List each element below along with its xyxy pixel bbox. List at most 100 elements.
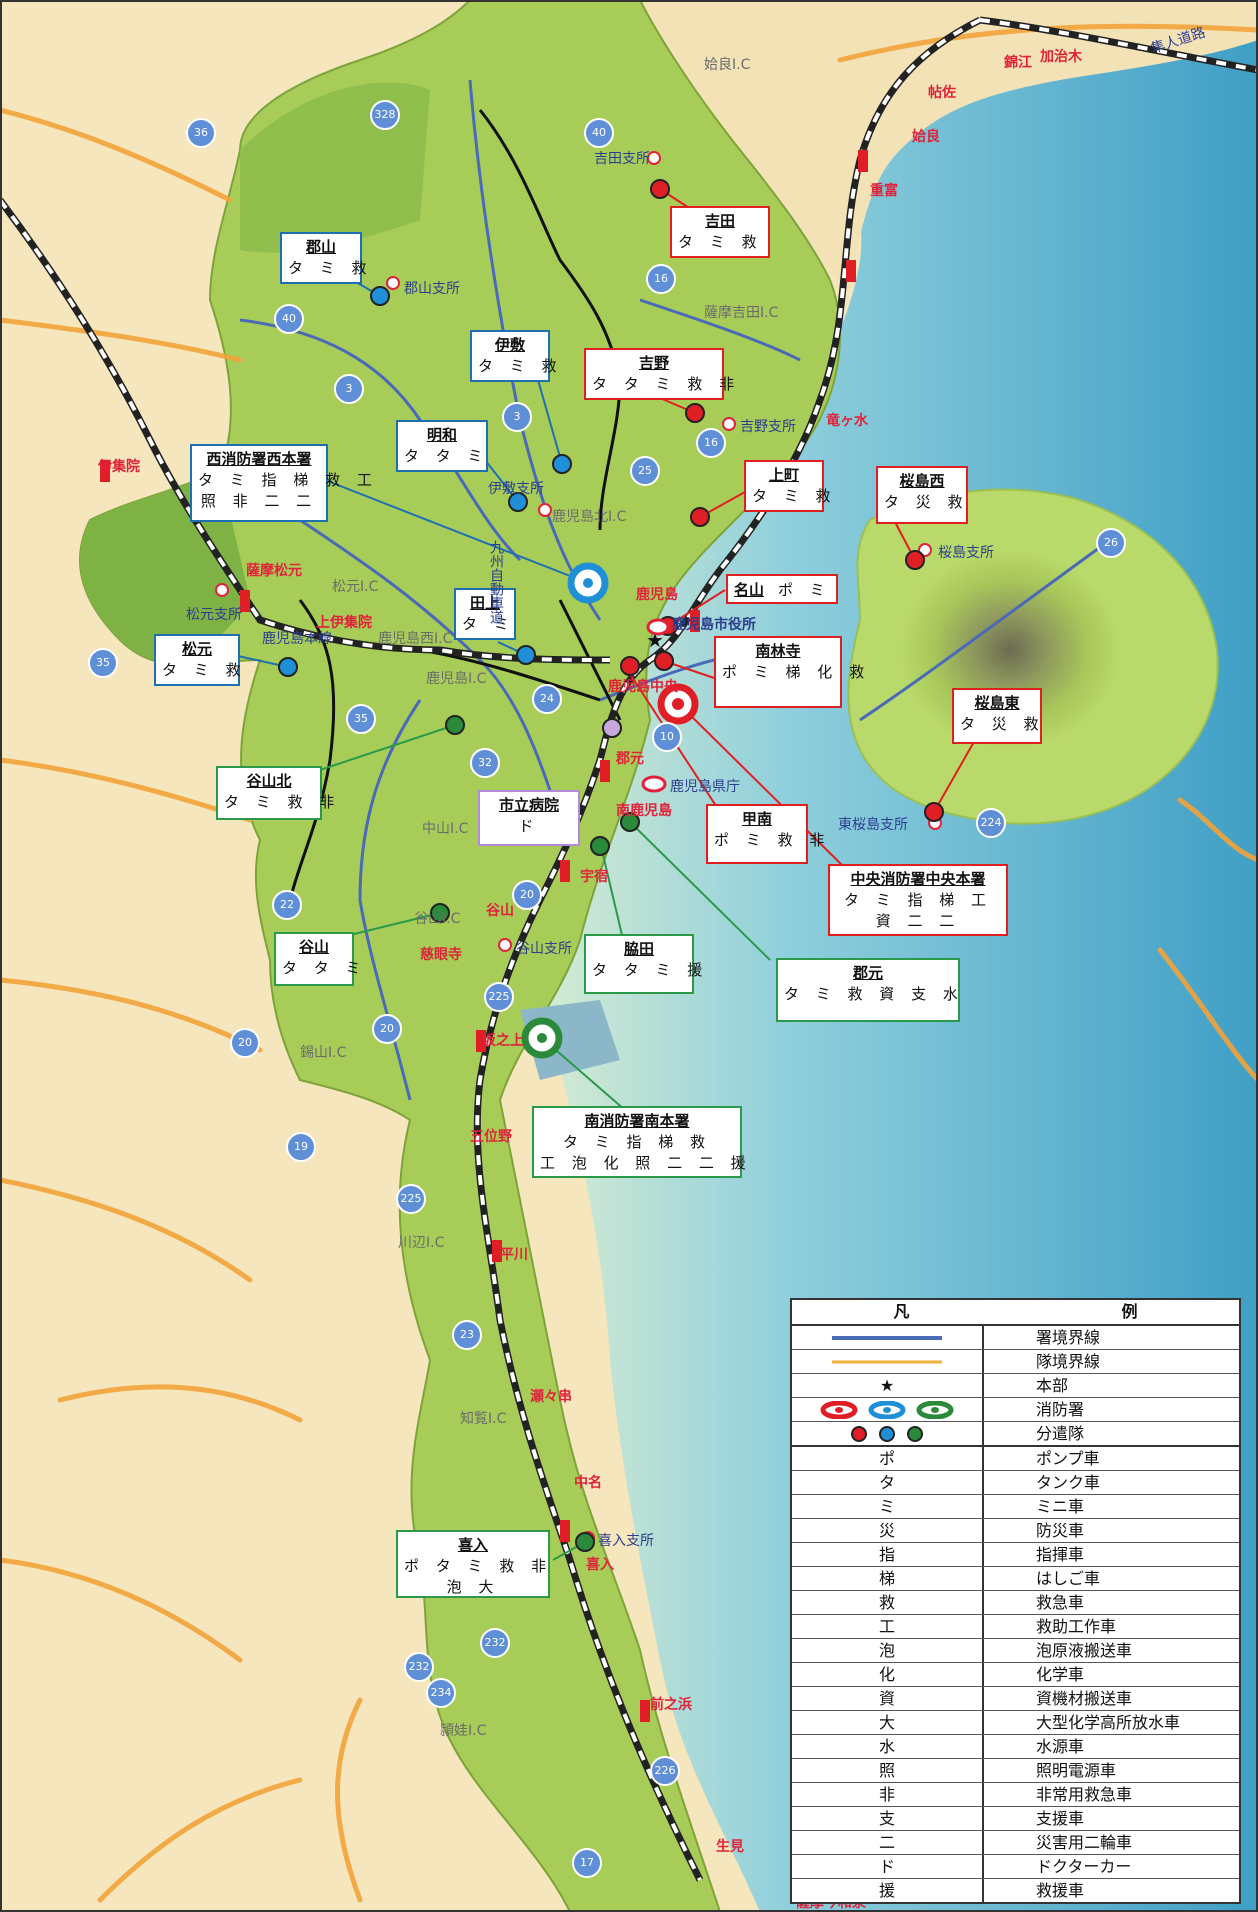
legend-row: 救救急車 [792,1591,1239,1615]
station-label-hospital: 市立病院 ド [478,790,580,846]
legend-row: 泡泡原液搬送車 [792,1639,1239,1663]
station-name: 市立病院 [498,796,559,814]
legend-key: ポ [792,1447,984,1470]
interchange-label: 鹿児島北I.C [552,509,627,525]
station-name: 桜島東 [974,694,1020,712]
legend-key: タ [792,1471,984,1494]
route-shield: 17 [572,1848,602,1878]
rail-station-label: 生見 [716,1839,744,1855]
station-label-minami: 南消防署南本署 タ ミ 指 梯 救 工 泡 化 照 二 二 援 [532,1106,752,1178]
station-dot-ijiki [552,454,572,474]
legend-row: 照照明電源車 [792,1759,1239,1783]
station-name: 郡山 [305,238,336,256]
legend-label: 非常用救急車 [1036,1785,1133,1804]
legend-vehicle-rows: ポポンプ車タタンク車ミミニ車災防災車指指揮車梯はしご車救救急車工救助工作車泡泡原… [792,1447,1239,1902]
station-name: 谷山北 [246,772,292,790]
station-units-2: 工 泡 化 照 二 二 援 [540,1154,752,1172]
rail-station-label: 薩摩松元 [246,563,302,579]
station-label-taniyama-kita: 谷山北 タ ミ 救 非 [216,766,334,820]
route-shield: 19 [286,1132,316,1162]
station-dot-hospital [602,718,622,738]
rail-station-label: 重富 [870,183,898,199]
station-label-nayama: 名山ポ ミ [726,574,838,604]
station-label-ijiki: 伊敷 タ ミ 救 [470,330,563,382]
station-name: 郡元 [852,964,883,982]
interchange-label: 谷山I.C [414,911,461,927]
legend-row: ポポンプ車 [792,1447,1239,1471]
route-shield: 20 [372,1014,402,1044]
rail-station-label: 帖佐 [928,85,956,101]
station-units: タ ミ 救 [478,357,563,375]
station-units: タ タ ミ [282,959,367,977]
station-name: 甲南 [741,810,772,828]
legend-key: 災 [792,1519,984,1542]
station-name: 名山 [734,581,765,599]
route-shield: 20 [512,880,542,910]
legend-row-substation: 分遣隊 [792,1422,1239,1447]
legend-label: ミニ車 [1036,1497,1085,1516]
legend-key: 資 [792,1687,984,1710]
station-label-yoshida: 吉田 タ ミ 救 [670,206,770,258]
rail-station-markers [100,150,868,1722]
legend: 凡 例 署境界線 隊境界線 ★ 本部 消防署 [790,1298,1241,1904]
station-units: ド [518,817,540,835]
legend-row: 非非常用救急車 [792,1783,1239,1807]
station-units: タ タ ミ [404,447,489,465]
station-name: 田上 [469,594,500,612]
legend-key: 照 [792,1759,984,1782]
legend-label: 大型化学高所放水車 [1036,1713,1181,1732]
route-shield: 16 [696,428,726,458]
aira-land [640,0,1258,290]
station-name: 南消防署南本署 [584,1112,690,1130]
legend-row: 化化学車 [792,1663,1239,1687]
station-name: 南林寺 [755,642,801,660]
legend-row: 援 救援車 [792,1879,1239,1902]
legend-key: ミ [792,1495,984,1518]
rail-station-label: 竜ヶ水 [826,413,868,429]
rail-station-label: 坂之上 [482,1033,524,1049]
station-label-tagami: 田上 タ ミ [454,588,516,640]
star-icon: ★ [792,1374,984,1397]
legend-row-unit-boundary: 隊境界線 [792,1350,1239,1374]
station-dot-kamimachi [690,507,710,527]
interchange-label: 鹿児島I.C [426,671,487,687]
rail-station-label: 郡元 [616,751,644,767]
legend-label: 災害用二輪車 [1036,1833,1133,1852]
route-shield: 22 [272,890,302,920]
rail-station-label: 五位野 [470,1129,512,1145]
rail-station-label: 加治木 [1040,49,1082,65]
interchange-label: 川辺I.C [398,1235,445,1251]
legend-key: 援 [792,1879,984,1902]
route-shield: 23 [452,1320,482,1350]
station-label-wakita: 脇田 タ タ ミ 援 [584,934,702,994]
legend-row: 二災害用二輪車 [792,1831,1239,1855]
route-shield: 328 [370,100,400,130]
station-name: 吉野 [638,354,669,372]
rail-station-label: 喜入 [586,1557,614,1573]
station-label-matsumoto: 松元 タ ミ 救 [154,634,241,686]
legend-label: 本部 [1036,1376,1069,1395]
legend-key: ド [792,1855,984,1878]
rail-station-label: 瀬々串 [530,1389,572,1405]
legend-row: 工救助工作車 [792,1615,1239,1639]
legend-label: 救援車 [1036,1881,1085,1900]
legend-key: 泡 [792,1639,984,1662]
sub-stations [278,179,944,1552]
city-hall-label: 鹿児島市役所 [672,617,756,633]
station-units: タ タ ミ 救 非 [592,375,741,393]
branch-office-label: 吉野支所 [740,419,796,435]
legend-row: ドドクターカー [792,1855,1239,1879]
station-dot-wakita [590,836,610,856]
route-shield: 3 [502,402,532,432]
legend-label: 資機材搬送車 [1036,1689,1133,1708]
leader-lines [237,188,976,1561]
route-shield: 40 [584,118,614,148]
rail-station-label: 姶良 [912,129,940,145]
station-label-konan: 甲南 ポ ミ 救 非 [706,804,824,864]
legend-label: 消防署 [1036,1400,1085,1419]
station-rings-icon [820,1400,954,1419]
station-name: 吉田 [704,212,735,230]
station-name: 伊敷 [494,336,525,354]
legend-label: 防災車 [1036,1521,1085,1540]
